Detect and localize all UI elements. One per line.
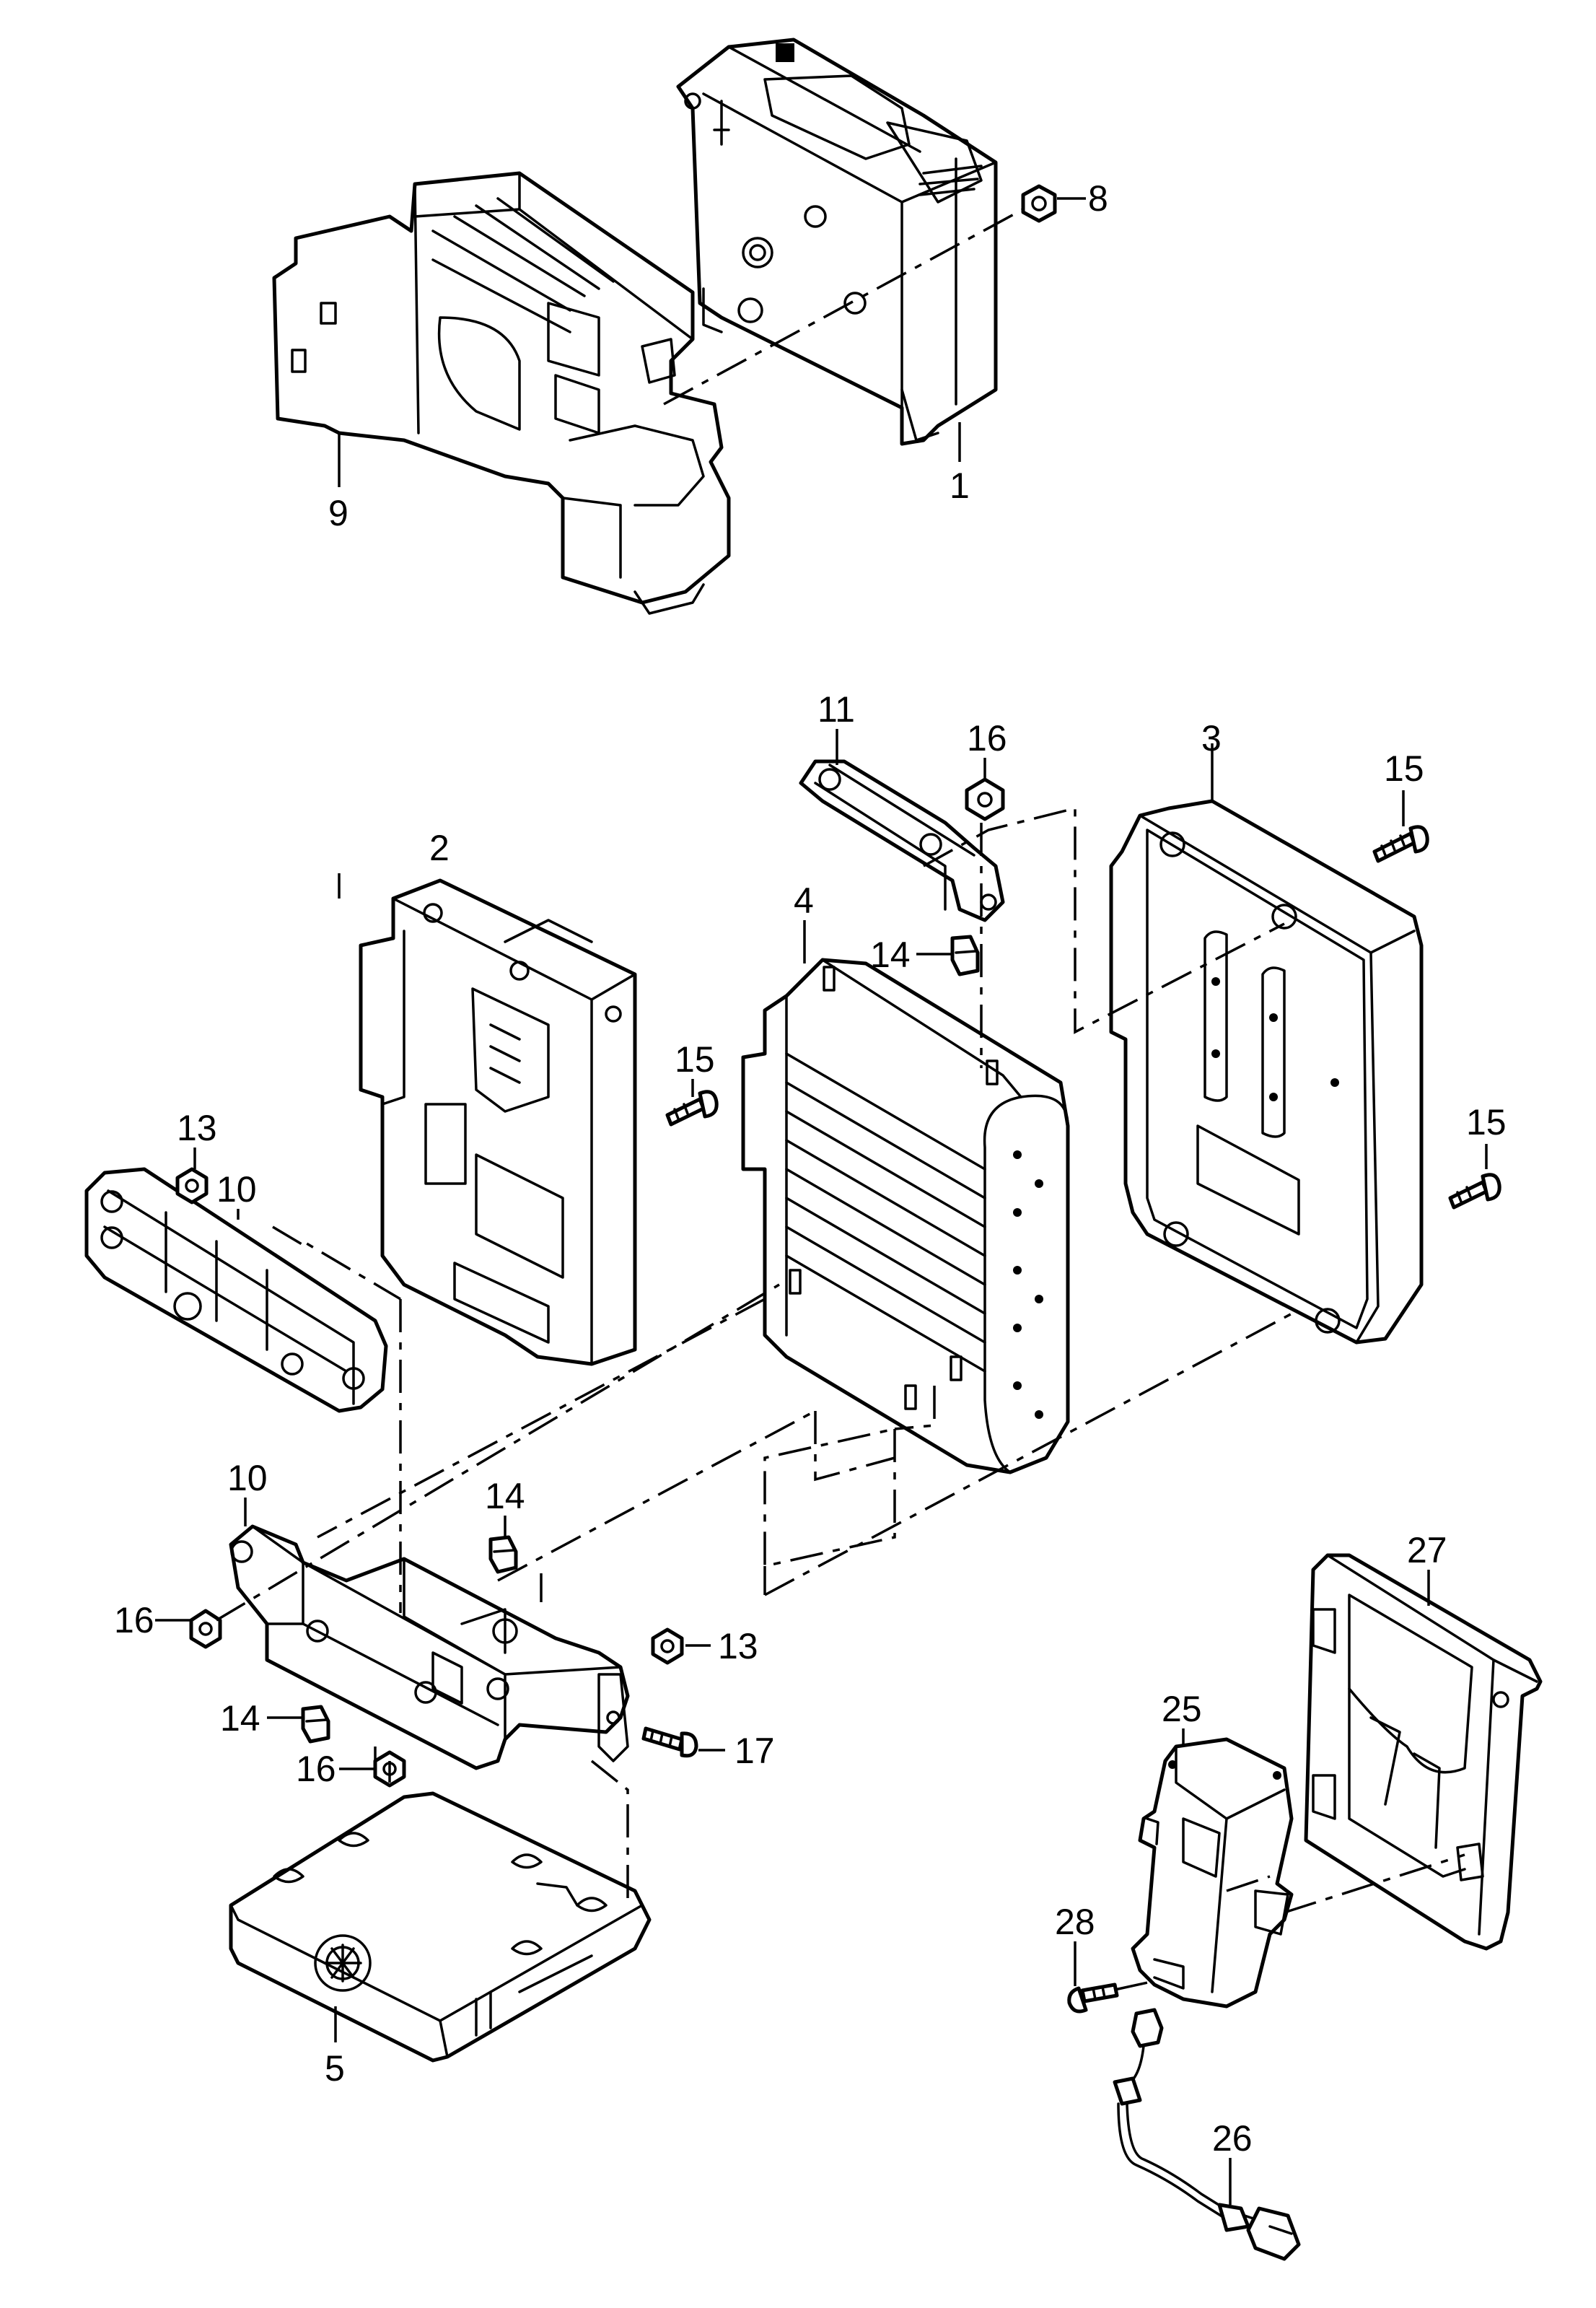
callout-16-bottom: 16 — [296, 1749, 336, 1789]
part-25-module — [1131, 1737, 1294, 2008]
part-17-screw — [641, 1726, 698, 1758]
part-13-nut-lower — [651, 1627, 684, 1665]
callout-14-mid: 14 — [485, 1476, 525, 1516]
callout-10-upper: 10 — [216, 1169, 257, 1210]
part-4-amplifier — [741, 958, 1070, 1474]
callout-3: 3 — [1201, 718, 1222, 759]
part-16-nut-top — [965, 777, 1005, 821]
callout-28: 28 — [1055, 1902, 1095, 1942]
part-15-screw-middle — [665, 1090, 719, 1127]
part-14-clip-nut-mid — [488, 1535, 518, 1574]
callout-27: 27 — [1407, 1530, 1447, 1570]
part-27-display-frame — [1304, 1553, 1543, 1951]
callout-4: 4 — [794, 880, 814, 921]
callout-16-top: 16 — [967, 718, 1007, 759]
callout-11: 11 — [817, 689, 855, 730]
part-8-nut — [1021, 184, 1057, 223]
callout-9: 9 — [328, 493, 348, 533]
callout-10-lower: 10 — [227, 1458, 268, 1498]
callout-14-top: 14 — [870, 935, 911, 975]
leader-lines — [155, 729, 1488, 2205]
part-1-control-unit — [676, 38, 998, 446]
part-13-nut-upper — [175, 1167, 209, 1205]
part-14-clip-nut-lower — [301, 1705, 330, 1744]
callout-15-middle: 15 — [675, 1039, 715, 1080]
callout-15-right: 15 — [1466, 1102, 1507, 1142]
part-3-control-module — [1109, 799, 1424, 1345]
callout-13-upper: 13 — [177, 1108, 217, 1148]
callout-5: 5 — [325, 2048, 345, 2089]
part-2-module — [359, 878, 637, 1366]
callout-25: 25 — [1162, 1689, 1202, 1729]
part-15-screw-upper — [1372, 825, 1429, 863]
callout-2: 2 — [429, 828, 450, 868]
part-9-bracket — [272, 171, 731, 615]
part-16-nut-left — [189, 1609, 222, 1649]
part-5-navigation-unit — [229, 1791, 652, 2063]
callout-labels: 1 8 9 2 4 11 16 3 15 14 15 15 13 10 10 1… — [114, 178, 1507, 2159]
callout-15-upper: 15 — [1384, 748, 1424, 789]
callout-14-lower: 14 — [220, 1698, 260, 1739]
part-11-bracket — [799, 759, 1005, 922]
callout-1: 1 — [950, 465, 970, 506]
callout-26: 26 — [1212, 2118, 1253, 2159]
callout-8: 8 — [1088, 178, 1108, 219]
part-10-bracket-lower — [229, 1524, 630, 1770]
part-28-screw — [1067, 1983, 1119, 2014]
part-15-screw-right — [1448, 1173, 1501, 1210]
part-10-bracket-upper — [84, 1167, 388, 1413]
callout-16-left: 16 — [114, 1600, 154, 1640]
callout-13-lower: 13 — [718, 1626, 758, 1666]
part-14-clip-nut-top — [950, 935, 980, 976]
callout-17: 17 — [735, 1731, 775, 1771]
part-26-cable — [1113, 2008, 1301, 2261]
